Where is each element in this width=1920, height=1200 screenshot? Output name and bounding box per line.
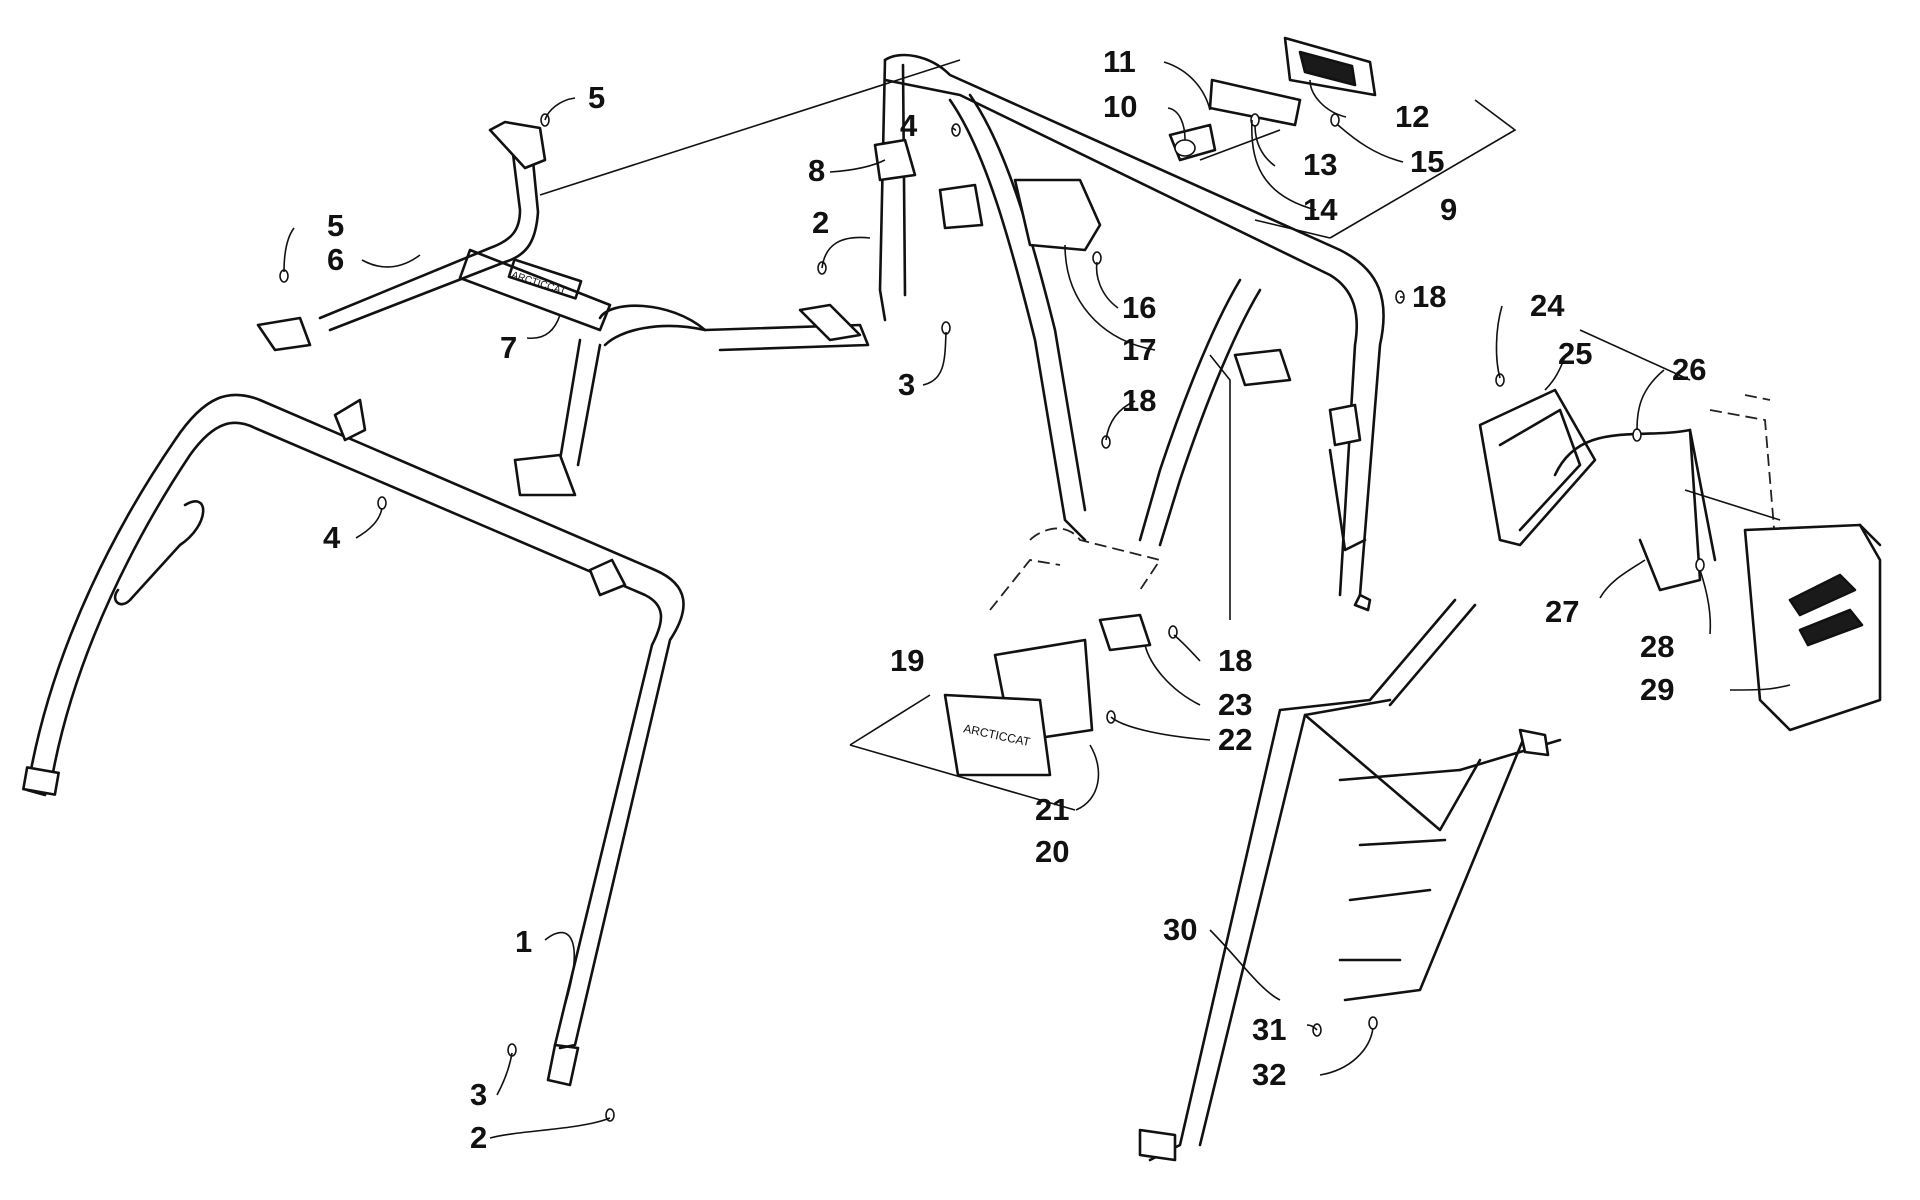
part-side-frame-grille xyxy=(1478,388,1882,732)
part-rear-plate: ARCTICCAT xyxy=(943,613,1152,777)
callout-21: 21 xyxy=(1035,792,1069,827)
callout-9: 9 xyxy=(1440,192,1457,227)
assembly-bracket-lines xyxy=(539,59,1781,811)
callout-18: 18 xyxy=(1122,383,1156,418)
callout-leaders xyxy=(283,61,1791,1139)
callout-12: 12 xyxy=(1395,99,1429,134)
callout-22: 22 xyxy=(1218,722,1252,757)
callout-13: 13 xyxy=(1303,147,1337,182)
callout-29: 29 xyxy=(1640,672,1674,707)
callout-25: 25 xyxy=(1558,336,1592,371)
part-rear-frame xyxy=(873,53,1385,612)
callout-19: 19 xyxy=(890,643,924,678)
callout-5: 5 xyxy=(588,80,605,115)
callout-17: 17 xyxy=(1122,332,1156,367)
callout-2: 2 xyxy=(470,1120,487,1155)
part-upper-crossbar: ARCTICCAT xyxy=(256,120,870,497)
callout-23: 23 xyxy=(1218,687,1252,722)
callout-18: 18 xyxy=(1412,279,1446,314)
callout-15: 15 xyxy=(1410,144,1444,179)
callout-4: 4 xyxy=(900,108,918,143)
callout-7: 7 xyxy=(500,330,517,365)
callout-8: 8 xyxy=(808,153,825,188)
callout-30: 30 xyxy=(1163,912,1197,947)
callout-27: 27 xyxy=(1545,594,1579,629)
part-cargo-net xyxy=(1138,598,1562,1162)
callouts: 1 2 2 3 3 4 4 5 5 6 7 8 9 10 11 12 13 14… xyxy=(323,44,1706,1155)
callout-2: 2 xyxy=(812,205,829,240)
callout-6: 6 xyxy=(327,242,344,277)
callout-4: 4 xyxy=(323,520,341,555)
callout-14: 14 xyxy=(1303,192,1338,227)
callout-26: 26 xyxy=(1672,352,1706,387)
part-rear-light-assembly xyxy=(1168,36,1377,162)
callout-31: 31 xyxy=(1252,1012,1286,1047)
part-front-rops-hoop xyxy=(22,393,685,1087)
callout-3: 3 xyxy=(470,1077,487,1112)
callout-32: 32 xyxy=(1252,1057,1286,1092)
callout-1: 1 xyxy=(515,924,532,959)
callout-18: 18 xyxy=(1218,643,1252,678)
callout-28: 28 xyxy=(1640,629,1674,664)
callout-11: 11 xyxy=(1103,44,1136,79)
callout-20: 20 xyxy=(1035,834,1069,869)
callout-10: 10 xyxy=(1103,89,1137,124)
callout-5: 5 xyxy=(327,208,344,243)
callout-16: 16 xyxy=(1122,290,1156,325)
callout-3: 3 xyxy=(898,367,915,402)
callout-24: 24 xyxy=(1530,288,1565,323)
